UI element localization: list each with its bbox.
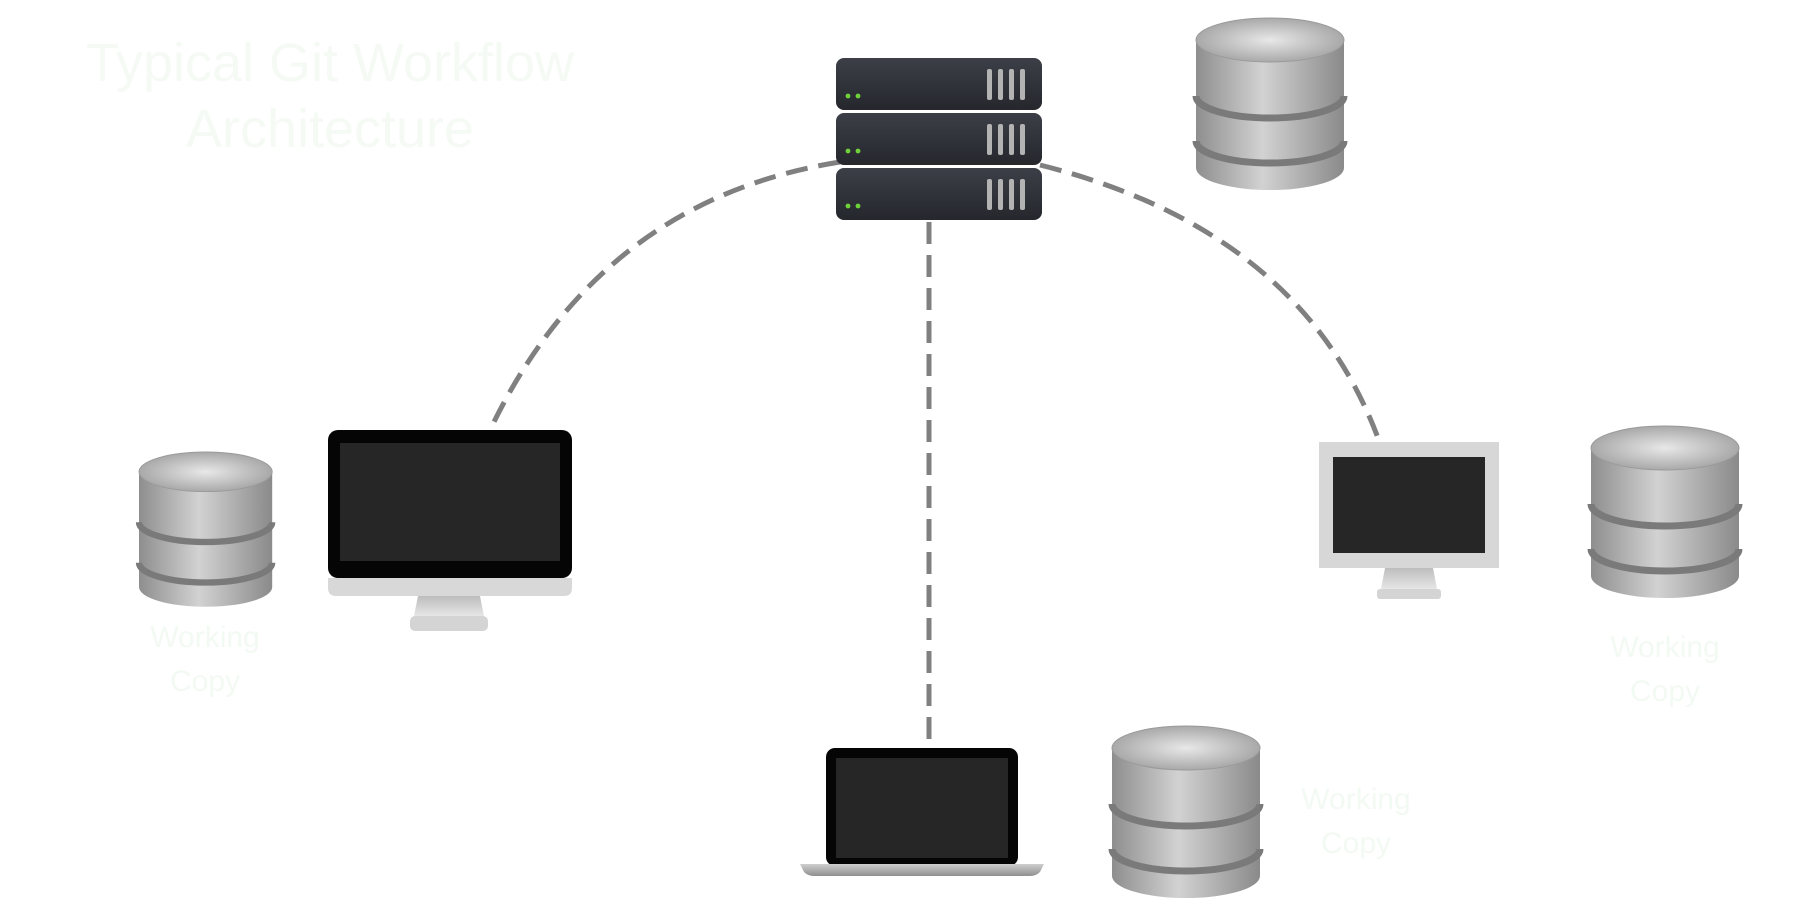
working-copy-label-right: Working Copy bbox=[1580, 626, 1750, 714]
working-copy-label-left: Working Copy bbox=[120, 616, 290, 704]
connector-server-to-desktop-left bbox=[487, 159, 841, 432]
working-copy-label-right-line1: Working bbox=[1610, 631, 1720, 664]
server-rack-icon bbox=[836, 58, 1042, 220]
working-copy-database-right-icon bbox=[1591, 426, 1739, 598]
diagram-title: Typical Git Workflow Architecture bbox=[85, 33, 575, 159]
working-copy-label-right-line2: Copy bbox=[1629, 675, 1701, 708]
working-copy-label-center-line1: Working bbox=[1301, 783, 1411, 816]
desktop-monitor-icon bbox=[328, 430, 572, 631]
working-copy-label-left-line2: Copy bbox=[169, 665, 241, 698]
monitor-icon bbox=[1319, 442, 1499, 599]
laptop-icon bbox=[800, 748, 1044, 876]
working-copy-database-left-icon bbox=[139, 452, 272, 607]
working-copy-database-center-icon bbox=[1112, 726, 1260, 898]
connector-server-to-desktop-right bbox=[1039, 162, 1381, 439]
repository-database-icon bbox=[1196, 18, 1344, 190]
working-copy-label-center: Working Copy bbox=[1271, 778, 1441, 866]
working-copy-label-left-line1: Working bbox=[150, 621, 260, 654]
working-copy-label-center-line2: Copy bbox=[1320, 827, 1392, 860]
connector-lines bbox=[487, 159, 1381, 750]
